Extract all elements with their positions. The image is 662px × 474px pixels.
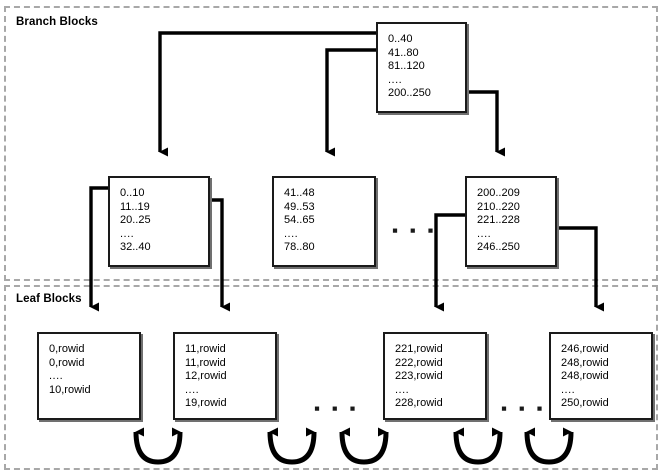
leaf-entry: 0,rowid <box>49 356 85 369</box>
leaf-block-4-entries: 246,rowid 248,rowid 248,rowid .... 250,r… <box>561 343 647 411</box>
branch-block-3-entries: 200..209 210..220 221..228 .... 246..250 <box>477 187 551 255</box>
branch-block-1[interactable]: 0..10 11..19 20..25 .... 32..40 <box>108 176 210 267</box>
branch-block-3[interactable]: 200..209 210..220 221..228 .... 246..250 <box>465 176 557 267</box>
root-entry: 200..250 <box>388 87 431 99</box>
leaf-entry: 19,rowid <box>185 397 227 409</box>
leaf-entry-ellipsis: .... <box>395 383 410 396</box>
leaf-block-1[interactable]: 0,rowid 0,rowid .... 10,rowid <box>37 332 141 420</box>
connector-branch3-to-leaf-4 <box>557 226 604 312</box>
branch-entry: 78..80 <box>284 241 315 253</box>
connector-root-to-branch-1 <box>158 31 376 157</box>
root-entry-ellipsis: .... <box>388 73 403 86</box>
leaf-entry: 246,rowid <box>561 343 609 355</box>
leaf-entry: 11,rowid <box>185 343 226 355</box>
leaf-entry: 228,rowid <box>395 397 443 409</box>
leaf-gap-dots-1: ▪ ▪ ▪ <box>314 399 360 418</box>
branch-block-1-entries: 0..10 11..19 20..25 .... 32..40 <box>120 187 204 255</box>
root-entry: 81..120 <box>388 60 425 72</box>
leaf-link-arrow-5 <box>524 427 574 465</box>
leaf-link-arrow-2 <box>267 427 317 465</box>
leaf-entry: 10,rowid <box>49 383 91 396</box>
leaf-block-3[interactable]: 221,rowid 222,rowid 223,rowid .... 228,r… <box>383 332 487 420</box>
leaf-link-arrow-3 <box>339 427 389 465</box>
branch-entry: 210..220 <box>477 200 520 213</box>
leaf-entry: 248,rowid <box>561 370 609 382</box>
leaf-block-1-entries: 0,rowid 0,rowid .... 10,rowid <box>49 343 135 397</box>
root-block[interactable]: 0..40 41..80 81..120 .... 200..250 <box>376 22 467 113</box>
branch-entry: 221..228 <box>477 214 520 226</box>
connector-branch1-to-leaf-2 <box>210 198 230 312</box>
leaf-entry: 11,rowid <box>185 356 226 369</box>
leaf-block-2[interactable]: 11,rowid 11,rowid 12,rowid .... 19,rowid <box>173 332 277 420</box>
leaf-block-4[interactable]: 246,rowid 248,rowid 248,rowid .... 250,r… <box>549 332 653 420</box>
leaf-blocks-label: Leaf Blocks <box>16 293 82 305</box>
leaf-entry-ellipsis: .... <box>185 383 200 396</box>
leaf-entry: 221,rowid <box>395 343 443 355</box>
leaf-entry-ellipsis: .... <box>561 383 576 396</box>
branch-entry-ellipsis: .... <box>120 227 135 240</box>
leaf-gap-dots-2: ▪ ▪ ▪ <box>501 399 547 418</box>
branch-entry: 11..19 <box>120 200 150 213</box>
leaf-block-2-entries: 11,rowid 11,rowid 12,rowid .... 19,rowid <box>185 343 271 411</box>
branch-block-2[interactable]: 41..48 49..53 54..65 .... 78..80 <box>272 176 376 267</box>
leaf-link-arrow-4 <box>453 427 503 465</box>
leaf-entry: 248,rowid <box>561 356 609 369</box>
leaf-entry: 0,rowid <box>49 343 85 355</box>
connector-branch1-to-leaf-1 <box>89 186 108 312</box>
branch-blocks-label: Branch Blocks <box>16 16 98 28</box>
branch-entry: 54..65 <box>284 214 315 226</box>
root-block-entries: 0..40 41..80 81..120 .... 200..250 <box>388 33 461 101</box>
leaf-entry: 250,rowid <box>561 397 609 409</box>
connector-root-to-branch-2 <box>325 48 376 157</box>
branch-entry: 246..250 <box>477 241 520 253</box>
root-entry: 41..80 <box>388 46 419 59</box>
leaf-entry: 12,rowid <box>185 370 227 382</box>
branch-entry: 49..53 <box>284 200 315 213</box>
branch-entry: 0..10 <box>120 187 145 199</box>
branch-entry: 200..209 <box>477 187 520 199</box>
connector-branch3-to-leaf-3 <box>434 213 465 312</box>
leaf-link-arrow-1 <box>133 427 183 465</box>
root-entry: 0..40 <box>388 33 413 45</box>
branch-entry-ellipsis: .... <box>477 227 492 240</box>
branch-block-2-entries: 41..48 49..53 54..65 .... 78..80 <box>284 187 370 255</box>
leaf-entry: 223,rowid <box>395 370 443 382</box>
branch-entry-ellipsis: .... <box>284 227 299 240</box>
connector-root-to-branch-3 <box>467 90 505 157</box>
leaf-entry: 222,rowid <box>395 356 443 369</box>
leaf-block-3-entries: 221,rowid 222,rowid 223,rowid .... 228,r… <box>395 343 481 411</box>
branch-entry: 41..48 <box>284 187 315 199</box>
branch-entry: 32..40 <box>120 241 151 253</box>
leaf-entry-ellipsis: .... <box>49 370 64 382</box>
branch-gap-dots: ▪ ▪ ▪ <box>392 221 438 240</box>
branch-entry: 20..25 <box>120 214 151 226</box>
